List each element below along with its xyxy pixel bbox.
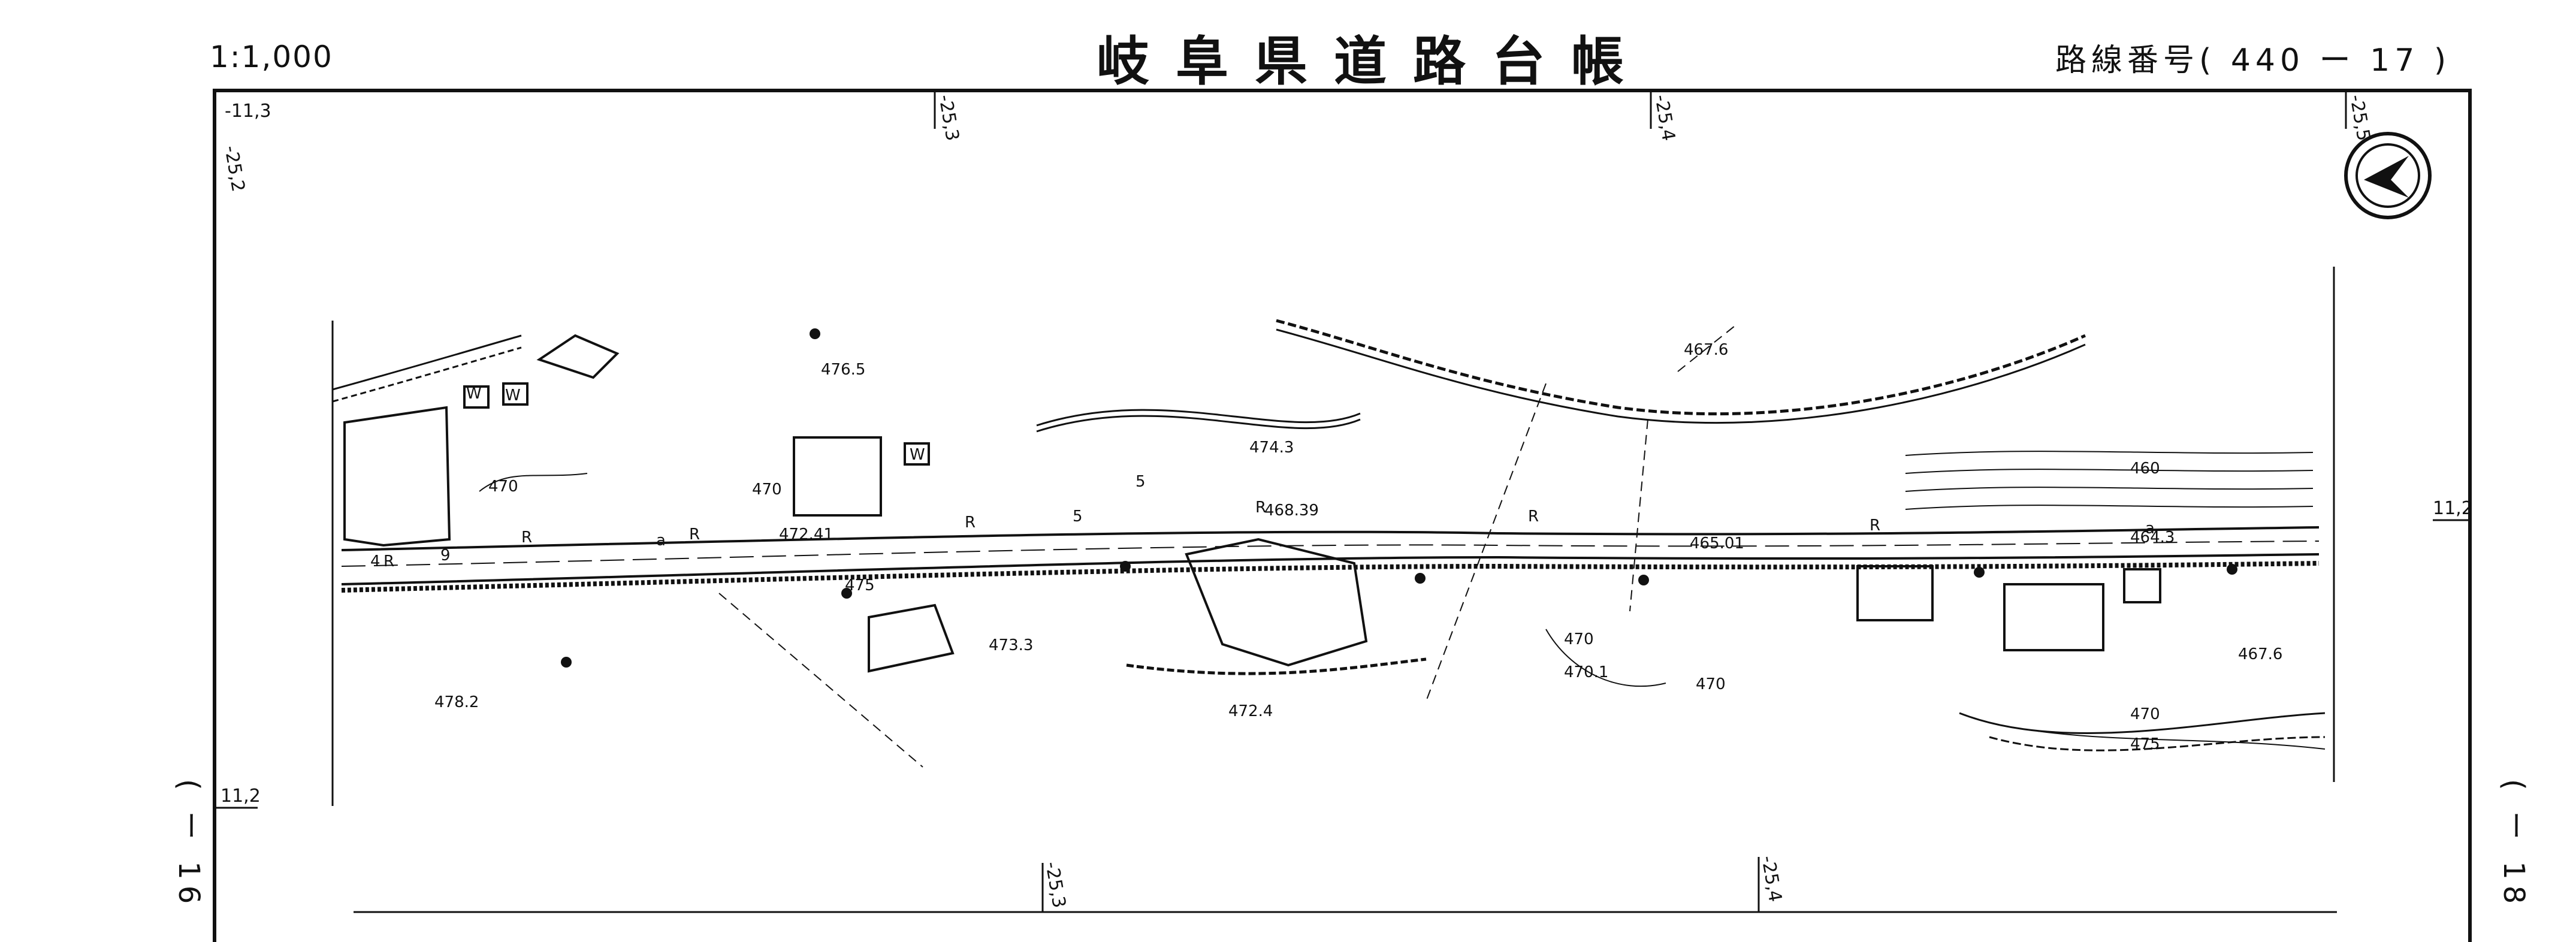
elevation-label: 473.3 (989, 636, 1033, 654)
north-arrow-icon (2344, 132, 2432, 219)
elevation-label: 467.6 (2238, 645, 2282, 663)
elevation-label: 465.01 (1690, 535, 1744, 552)
road-symbol: R (1528, 508, 1539, 526)
grid-label: -25,5 (2345, 93, 2374, 143)
elevation-labels: 476.5 474.3 467.6 460 472.41 468.39 465.… (434, 341, 2282, 753)
road-symbol: R (689, 526, 700, 544)
elevation-label: 464.3 (2130, 529, 2175, 547)
elevation-label: 476.5 (821, 361, 865, 379)
elevation-label: 467.6 (1684, 341, 1728, 359)
grid-label: -25,2 (220, 144, 249, 194)
survey-points (561, 328, 2237, 668)
elevation-label: 470 (2130, 705, 2160, 723)
elevation-label: 470 (1564, 630, 1594, 648)
road-symbol: 5 (1136, 473, 1146, 491)
map-frame (213, 89, 2472, 942)
grid-label: -11,3 (225, 101, 271, 122)
elevation-label: 475 (2130, 735, 2160, 753)
grid-label: -25,3 (934, 93, 963, 143)
property-boundaries (718, 323, 1738, 768)
elevation-label: 478.2 (434, 693, 479, 711)
road (341, 526, 2320, 593)
elevation-label: 472.41 (779, 526, 833, 544)
route-number: 路線番号( 440 ー 17 ) (2055, 43, 2451, 78)
grid-label: -25,4 (1650, 93, 1679, 143)
road-symbol: R (965, 514, 976, 532)
elevation-label: 470 (1696, 675, 1726, 693)
elevation-label: 470 (752, 481, 782, 499)
buildings (343, 334, 2161, 673)
road-symbol: W (910, 446, 925, 464)
road-symbol: R (383, 552, 394, 570)
contour-lines (479, 451, 2326, 750)
grid-label: -25,4 (1757, 854, 1786, 904)
elevation-label: 475 (845, 576, 875, 594)
grid-label: 11,2 (2433, 498, 2473, 519)
road-symbol: W (505, 387, 521, 404)
elevation-label: 472.4 (1228, 702, 1273, 720)
elevation-label: 468.39 (1264, 502, 1319, 520)
road-symbol: R (1870, 517, 1880, 535)
grid-label: -25,3 (1041, 860, 1070, 910)
road-symbol: 9 (440, 547, 451, 564)
next-sheet-label: ( ー 18 (2497, 779, 2530, 910)
elevation-label: 470.1 (1564, 663, 1608, 681)
road-symbol: a (2145, 520, 2155, 538)
road-symbol: R (1255, 499, 1266, 517)
road-symbol: a (656, 532, 666, 550)
road-symbol: R (521, 529, 532, 547)
grid-labels: -11,3 -25,2 -25,3 -25,4 -25,5 -25,3 -25,… (220, 93, 2473, 910)
road-symbol: W (466, 385, 482, 403)
prev-sheet-label: ( ー 16 (172, 779, 206, 910)
retaining-wall (332, 319, 2326, 751)
road-symbol: 5 (1073, 508, 1083, 526)
elevation-label: 470 (488, 478, 518, 496)
scale-label: 1:1,000 (210, 40, 333, 74)
map-title: 岐阜県道路台帳 (1097, 30, 1651, 92)
grid-label: 11,2 (221, 786, 261, 807)
elevation-label: 474.3 (1249, 439, 1294, 457)
grid-ticks (213, 89, 2472, 912)
elevation-label: 460 (2130, 460, 2160, 478)
road-symbol: 4 (370, 552, 380, 570)
road-symbols: R R R R R R R a a W W W 5 5 9 4 (370, 385, 2155, 570)
